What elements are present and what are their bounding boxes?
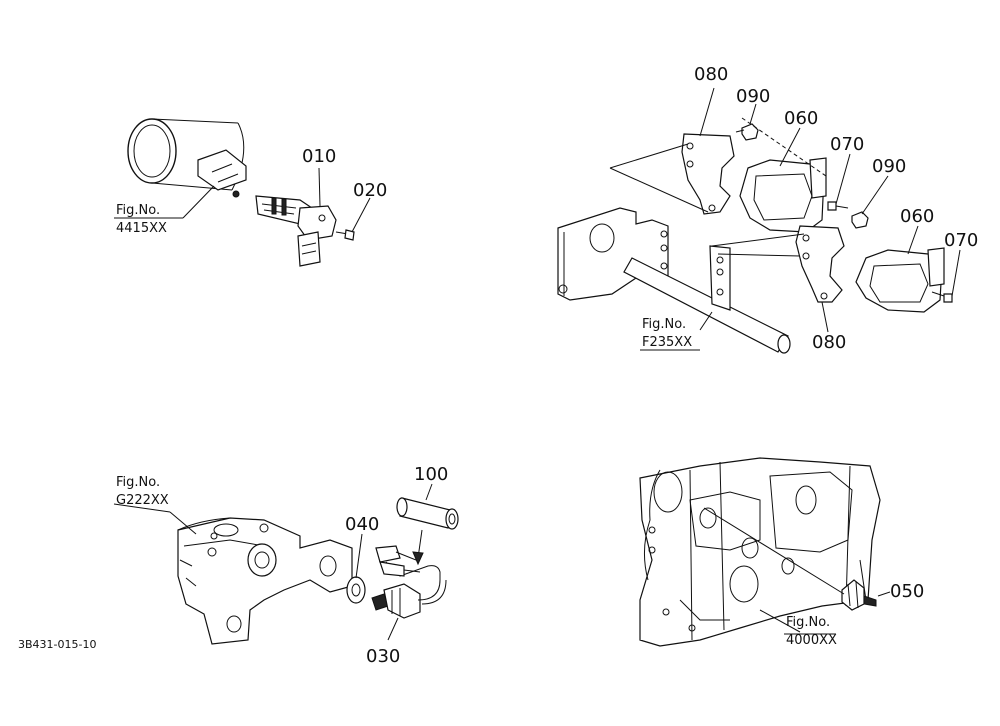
label-part-090-upper: 090 (736, 86, 770, 107)
label-part-070-lower: 070 (944, 230, 978, 251)
label-part-030: 030 (366, 646, 400, 667)
figure-ref-line1: Fig.No. (116, 203, 160, 218)
screw-090-upper (741, 123, 759, 141)
assembly-switch-030 (113, 483, 459, 645)
label-part-080-lower: 080 (812, 332, 846, 353)
sensor-connector (297, 231, 321, 267)
sleeve-100 (396, 497, 459, 530)
assembly-actuators (557, 87, 961, 354)
assembly-arrow (412, 551, 424, 566)
label-part-080-upper: 080 (694, 64, 728, 85)
label-part-100: 100 (414, 464, 448, 485)
figure-ref-f235: Fig.No. F235XX (642, 317, 692, 350)
shaft (623, 257, 789, 353)
label-part-060-lower: 060 (900, 206, 934, 227)
figure-ref-4000: Fig.No. 4000XX (786, 615, 837, 648)
bracket-ear (709, 245, 731, 311)
label-part-050: 050 (890, 581, 924, 602)
label-part-040: 040 (345, 514, 379, 535)
figure-ref-line2: 4000XX (786, 633, 837, 648)
screw-090-lower (851, 211, 869, 229)
washer-040 (346, 576, 366, 604)
figure-ref-line2: F235XX (642, 335, 692, 350)
diagram-code: 3B431-015-10 (18, 638, 96, 651)
pipe-boss (197, 149, 247, 191)
bracket-080-lower (795, 225, 845, 303)
figure-ref-line1: Fig.No. (642, 317, 686, 332)
label-part-020: 020 (353, 180, 387, 201)
figure-ref-line2: 4415XX (116, 221, 167, 236)
label-part-060-upper: 060 (784, 108, 818, 129)
sensor-050 (841, 579, 877, 611)
engine-block (639, 457, 881, 647)
label-part-070-upper: 070 (830, 134, 864, 155)
figure-ref-4415: Fig.No. 4415XX (116, 203, 167, 236)
figure-ref-line1: Fig.No. (786, 615, 830, 630)
label-part-090-lower: 090 (872, 156, 906, 177)
bracket-080-upper (681, 133, 735, 215)
label-part-010: 010 (302, 146, 336, 167)
screw-070-upper (827, 201, 837, 211)
bolt-020 (335, 229, 355, 241)
housing (177, 517, 353, 645)
housing-port (247, 543, 277, 577)
figure-ref-line1: Fig.No. (116, 475, 160, 490)
pipe-opening (127, 118, 177, 184)
sensor-head (297, 205, 337, 241)
switch-030 (371, 545, 447, 619)
screw-070-lower (943, 293, 953, 303)
figure-ref-line2: G222XX (116, 493, 169, 508)
assembly-sensor-050 (639, 457, 891, 647)
figure-ref-g222: Fig.No. G222XX (116, 475, 169, 508)
assembly-sensor-010 (114, 118, 371, 267)
